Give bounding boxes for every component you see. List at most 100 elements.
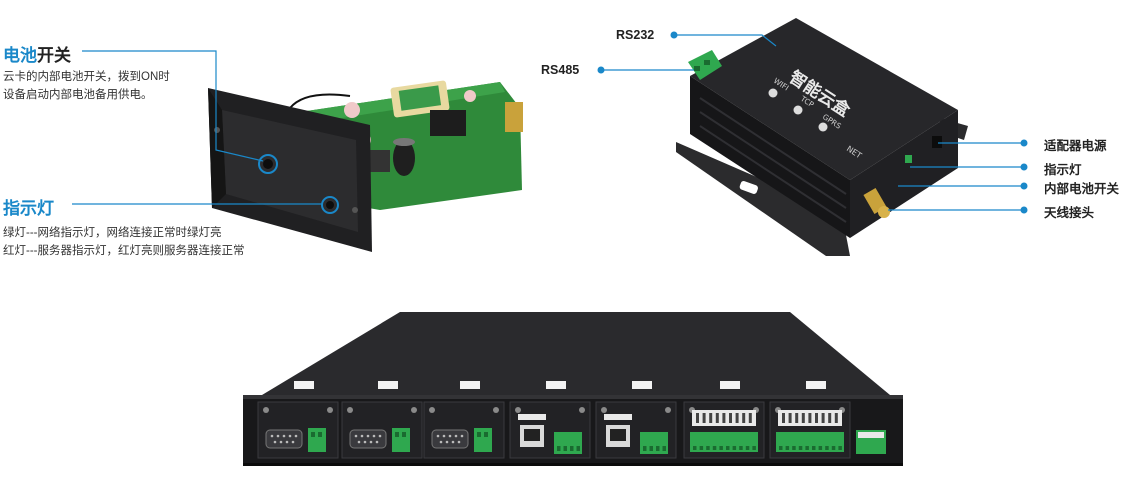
label-mark	[702, 413, 706, 423]
db9-pin	[378, 434, 382, 438]
green-terminal	[474, 428, 492, 452]
terminal-slot	[838, 446, 842, 450]
db9-pin	[457, 440, 461, 444]
db9-pin	[375, 440, 379, 444]
module-screw	[263, 407, 269, 413]
label-mark	[715, 413, 719, 423]
green-terminal	[554, 432, 582, 454]
label-mark	[821, 413, 825, 423]
module-screw	[665, 407, 671, 413]
battery-switch-desc-line: 设备启动内部电池备用供电。	[3, 89, 153, 101]
terminal-slot	[477, 432, 481, 437]
green-terminal	[308, 428, 326, 452]
terminal-slot	[649, 446, 653, 451]
module-screw	[411, 407, 417, 413]
battery-switch-callout	[82, 50, 264, 162]
db9-pin	[369, 440, 373, 444]
card-module	[208, 80, 523, 252]
db9-pin	[270, 434, 274, 438]
db9-pin	[282, 434, 286, 438]
terminal-slot	[662, 446, 666, 451]
db9-pin	[448, 434, 452, 438]
module-sticker	[632, 381, 652, 389]
label-mark	[722, 413, 726, 423]
db9-pin	[360, 434, 364, 438]
rack-modules	[257, 381, 886, 459]
module-screw	[601, 407, 607, 413]
module-sticker	[294, 381, 314, 389]
label-mark	[808, 413, 812, 423]
db9-pin	[460, 434, 464, 438]
label-mark	[782, 413, 785, 423]
db9-pin	[451, 440, 455, 444]
indicator-desc-line: 绿灯---网络指示灯，网络连接正常时绿灯亮	[3, 227, 222, 239]
module-sticker	[720, 381, 740, 389]
db9-pin	[357, 440, 361, 444]
rj45-socket	[610, 429, 626, 441]
terminal-slot	[706, 446, 710, 450]
terminal-slot	[557, 446, 561, 451]
battery-switch-title: 电池开关	[3, 41, 71, 66]
rs485-label: RS485	[541, 63, 580, 77]
terminal-slot	[785, 446, 790, 450]
terminal-slot	[576, 446, 580, 451]
indicator-light-label: 指示灯	[1044, 163, 1082, 177]
terminal-slot	[570, 446, 574, 451]
label-mark	[801, 413, 805, 423]
battery-switch-desc: 云卡的内部电池开关，拨到ON时 设备启动内部电池备用供电。	[3, 68, 170, 104]
db9-pin	[285, 440, 289, 444]
terminal-slot	[311, 432, 315, 437]
rj45-socket	[524, 429, 540, 441]
module-screw	[515, 407, 521, 413]
label-mark	[834, 413, 838, 423]
green-terminal	[392, 428, 410, 452]
module-sticker	[460, 381, 480, 389]
module-screw	[327, 407, 333, 413]
antenna-connector-label: 天线接头	[1044, 206, 1095, 220]
label-mark	[788, 413, 792, 423]
terminal-slot	[726, 446, 730, 450]
terminal-slot	[712, 446, 717, 450]
terminal-slot	[812, 446, 816, 450]
db9-pin	[363, 440, 367, 444]
internal-battery-switch-label: 内部电池开关	[1044, 182, 1120, 196]
terminal-slot	[693, 446, 697, 450]
label-mark	[815, 413, 818, 423]
port-label-strip	[604, 414, 632, 420]
label-mark	[696, 413, 699, 423]
indicator-desc-line: 红灯---服务器指示灯，红灯亮则服务器连接正常	[3, 245, 245, 257]
terminal-slot	[752, 446, 756, 450]
terminal-slot	[831, 446, 836, 450]
terminal-slot	[745, 446, 750, 450]
module-screw	[579, 407, 585, 413]
terminal-slot	[402, 432, 406, 437]
db9-pin	[442, 434, 446, 438]
port-label-strip	[858, 432, 884, 438]
db9-pin	[454, 434, 458, 438]
label-mark	[828, 413, 832, 423]
terminal-slot	[656, 446, 660, 451]
module-screw	[493, 407, 499, 413]
db9-connector	[349, 429, 387, 449]
indicator-desc: 绿灯---网络指示灯，网络连接正常时绿灯亮 红灯---服务器指示灯，红灯亮则服务…	[3, 224, 245, 260]
adapter-power-label: 适配器电源	[1044, 139, 1107, 153]
db9-pin	[288, 434, 292, 438]
label-mark	[735, 413, 739, 423]
terminal-slot	[699, 446, 704, 450]
label-mark	[748, 413, 752, 423]
terminal-slot	[739, 446, 743, 450]
db9-pin	[273, 440, 277, 444]
right-callouts	[597, 31, 1028, 214]
terminal-slot	[818, 446, 823, 450]
db9-pin	[439, 440, 443, 444]
db9-connector	[265, 429, 303, 449]
db9-pin	[291, 440, 295, 444]
battery-switch-title-rest: 开关	[37, 46, 71, 65]
battery-switch-desc-line: 云卡的内部电池开关，拨到ON时	[3, 71, 170, 83]
label-mark	[729, 413, 732, 423]
terminal-slot	[395, 432, 399, 437]
terminal-slot	[484, 432, 488, 437]
module-sticker	[546, 381, 566, 389]
db9-pin	[366, 434, 370, 438]
cloud-box-device	[676, 18, 968, 256]
